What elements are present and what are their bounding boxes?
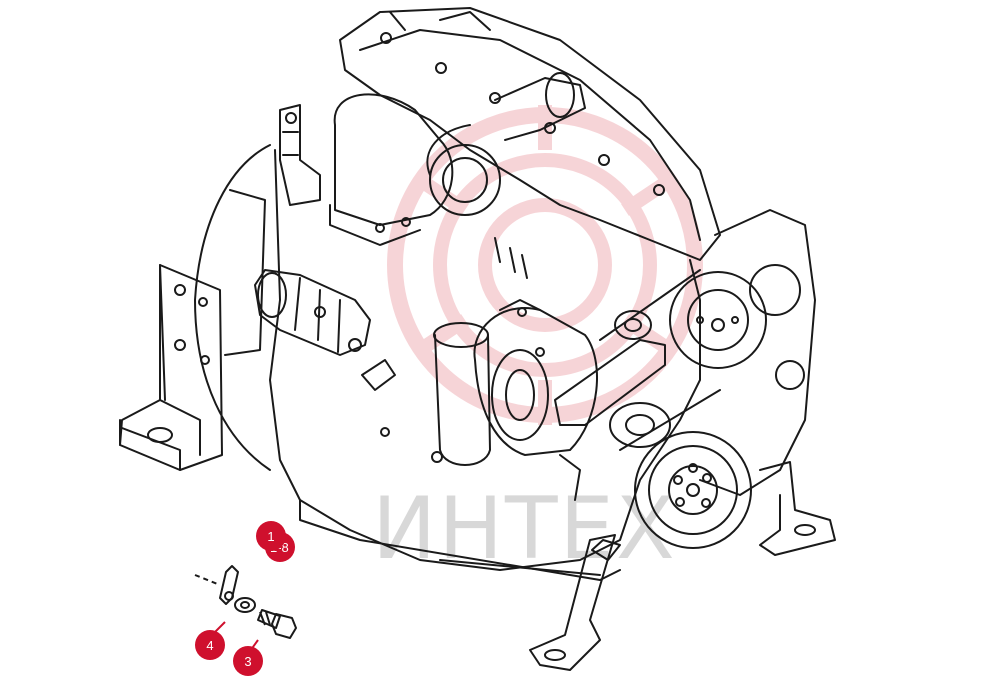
engine-drawing xyxy=(119,7,836,671)
callout-4-badge xyxy=(195,630,225,660)
callout-1[interactable]: 1-8 1 xyxy=(256,521,295,562)
valve-cover xyxy=(339,7,721,261)
engine-mount-right xyxy=(529,461,836,671)
engine-mount-left xyxy=(119,264,223,471)
engine-block xyxy=(269,149,701,571)
washer xyxy=(234,597,256,613)
turbocharger xyxy=(329,93,501,246)
oil-filter xyxy=(380,322,491,466)
fan-pulley xyxy=(669,271,767,369)
belt-drive xyxy=(554,269,721,451)
intake-pipe xyxy=(494,77,586,141)
callout-4-label: 4 xyxy=(206,638,213,653)
callout-3[interactable]: 3 xyxy=(233,646,263,676)
wire-terminal xyxy=(219,565,239,605)
callout-4[interactable]: 4 xyxy=(195,630,225,660)
hex-bolt xyxy=(257,609,297,639)
callout-1-badge xyxy=(256,521,286,551)
flywheel-housing xyxy=(194,144,271,471)
callout-1-label: 1 xyxy=(267,529,274,544)
callout-3-badge xyxy=(233,646,263,676)
alternator xyxy=(473,299,598,501)
crank-pulley xyxy=(634,431,752,549)
gear-cover xyxy=(699,209,816,496)
starter-motor xyxy=(254,269,396,391)
watermark-text: ИНТЕХ xyxy=(372,479,677,579)
dash-line xyxy=(194,574,221,586)
callout-3-label: 3 xyxy=(244,654,251,669)
